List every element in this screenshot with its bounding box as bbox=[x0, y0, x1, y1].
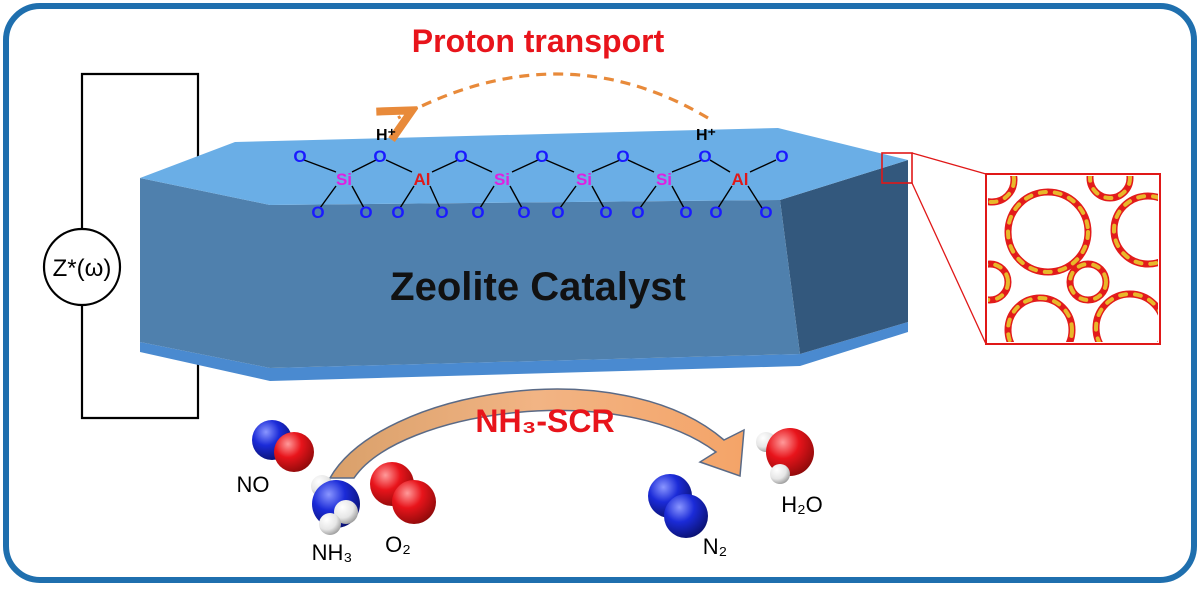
oxygen-atom: O bbox=[679, 203, 692, 222]
oxygen-atom: O bbox=[551, 203, 564, 222]
reaction-arrow bbox=[328, 388, 745, 479]
oxygen-atom: O bbox=[599, 203, 612, 222]
impedance-label: Z*(ω) bbox=[53, 255, 112, 282]
silicon-atom: Si bbox=[656, 170, 672, 189]
silicon-atom: Si bbox=[336, 170, 352, 189]
no-molecule bbox=[252, 420, 314, 472]
nh3-molecule bbox=[311, 475, 360, 535]
oxygen-atom: O bbox=[535, 147, 548, 166]
magnify-region bbox=[881, 152, 913, 184]
n2-molecule bbox=[648, 474, 708, 538]
oxygen-atom: O bbox=[373, 147, 386, 166]
o2-label: O₂ bbox=[385, 532, 411, 557]
proton-label: H⁺ bbox=[376, 127, 396, 144]
n2-label: N₂ bbox=[703, 534, 727, 559]
oxygen-atom: O bbox=[517, 203, 530, 222]
impedance-meter bbox=[42, 227, 122, 307]
zeolite-structure-inset bbox=[985, 173, 1161, 345]
reaction-label: NH₃-SCR bbox=[475, 403, 614, 439]
oxygen-atom: O bbox=[709, 203, 722, 222]
oxygen-atom: O bbox=[631, 203, 644, 222]
zoom-line-bottom bbox=[911, 182, 987, 345]
h2o-molecule bbox=[756, 428, 814, 484]
zeolite-framework: O O O O O O O Si Al Si Si Si Al O O O O … bbox=[293, 127, 788, 222]
oxygen-atom: O bbox=[454, 147, 467, 166]
slab-side-face bbox=[780, 160, 908, 354]
framework-bonds bbox=[303, 159, 777, 209]
oxygen-atom: O bbox=[359, 203, 372, 222]
impedance-circuit bbox=[80, 72, 200, 420]
silicon-atom: Si bbox=[494, 170, 510, 189]
catalyst-label: Zeolite Catalyst bbox=[390, 265, 686, 309]
aluminum-atom: Al bbox=[414, 170, 431, 189]
oxygen-atom: O bbox=[775, 147, 788, 166]
no-label: NO bbox=[237, 472, 270, 497]
oxygen-atom: O bbox=[616, 147, 629, 166]
aluminum-atom: Al bbox=[732, 170, 749, 189]
oxygen-atom: O bbox=[293, 147, 306, 166]
h2o-label: H₂O bbox=[781, 492, 823, 517]
outer-frame bbox=[3, 3, 1197, 583]
proton-transport-title: Proton transport bbox=[412, 23, 665, 59]
oxygen-atom: O bbox=[759, 203, 772, 222]
proton-transport-arrow bbox=[398, 72, 709, 118]
proton-label: H⁺ bbox=[696, 127, 716, 144]
o2-molecule bbox=[370, 462, 436, 524]
slab-front-face bbox=[140, 178, 800, 368]
oxygen-atom: O bbox=[698, 147, 711, 166]
nh3-label: NH₃ bbox=[312, 540, 353, 565]
oxygen-atom: O bbox=[311, 203, 324, 222]
zoom-line-top bbox=[911, 152, 987, 175]
silicon-atom: Si bbox=[576, 170, 592, 189]
oxygen-atom: O bbox=[435, 203, 448, 222]
oxygen-atom: O bbox=[471, 203, 484, 222]
oxygen-atom: O bbox=[391, 203, 404, 222]
slab-bottom-edge bbox=[140, 322, 908, 381]
